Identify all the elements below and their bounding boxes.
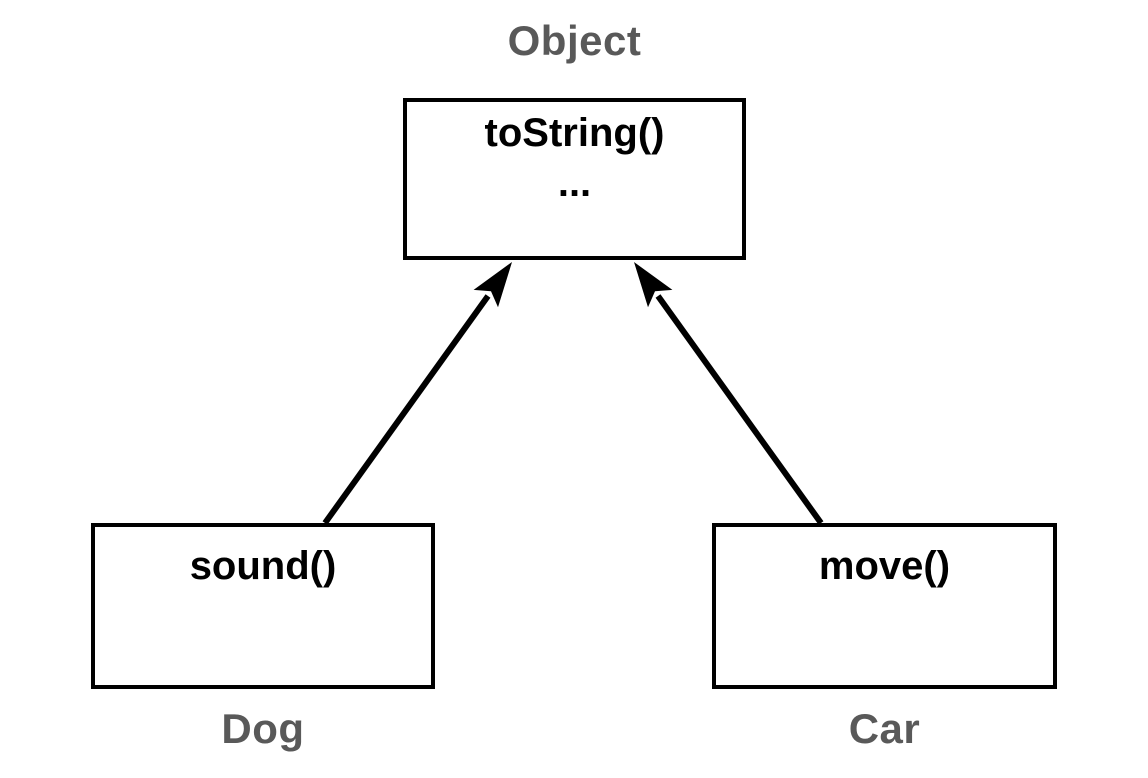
parent-class-box: toString() ...: [403, 98, 746, 260]
arrowhead-icon: [473, 262, 512, 308]
parent-class-name: Object: [507, 17, 642, 64]
inheritance-arrow-dog-to-object: [322, 262, 512, 525]
inheritance-arrow-car-to-object: [634, 262, 824, 525]
child-class-box-car: move(): [712, 523, 1057, 689]
parent-method-tostring: toString(): [484, 111, 665, 155]
dog-method-sound: sound(): [189, 544, 337, 588]
child-class-name-car: Car: [848, 705, 921, 752]
car-method-move: move(): [818, 544, 951, 588]
parent-methods-ellipsis: ...: [557, 161, 592, 205]
child-class-box-dog: sound(): [91, 523, 435, 689]
arrowhead-icon: [634, 262, 673, 308]
child-class-name-dog: Dog: [221, 705, 305, 752]
